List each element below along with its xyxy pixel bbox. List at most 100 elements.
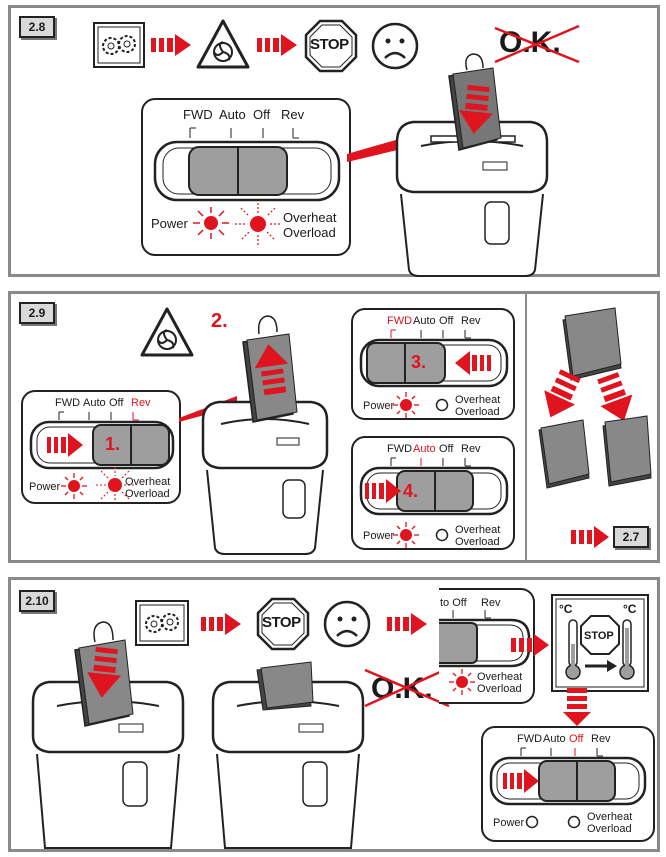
- slide-switch: [153, 127, 341, 202]
- power-led-icon: [61, 473, 87, 499]
- switch-label-rev: Rev: [591, 733, 611, 745]
- section-2-10: 2.10 STOP O.K.: [8, 577, 660, 852]
- arrow-down-icon: [87, 646, 122, 698]
- overheat-led-off-icon: [435, 528, 449, 542]
- next-step-tag[interactable]: 2.7: [613, 526, 649, 548]
- overload-label: Overload: [477, 683, 522, 695]
- overheat-label: Overheat: [587, 811, 633, 823]
- gears-icon: [135, 600, 189, 646]
- thermometer-icon: [551, 594, 649, 692]
- step-3-label: 3.: [411, 352, 427, 372]
- overload-label: Overload: [587, 823, 632, 835]
- switch-label-off: Off: [439, 443, 454, 455]
- switch-label-rev: Rev: [461, 315, 481, 327]
- overheat-label: Overheat: [283, 210, 337, 225]
- paper-stack-icon: [562, 307, 622, 381]
- switch-label-fwd: FWD: [387, 443, 413, 455]
- arrow-right-icon: [571, 526, 609, 548]
- shredder-icon: [395, 120, 549, 277]
- arrow-right-icon: [257, 34, 297, 56]
- overheat-label: Overheat: [455, 394, 501, 406]
- slide-switch: [489, 747, 647, 806]
- arrow-right-icon: [201, 613, 241, 635]
- arrow-down-left-icon: [544, 369, 581, 418]
- overheat-led-off-icon: [567, 815, 581, 829]
- stop-sign-text: STOP: [310, 36, 349, 53]
- arrow-down-icon: [459, 84, 493, 134]
- switch-label-rev: Rev: [281, 107, 305, 122]
- cross-out-icon: [364, 666, 450, 708]
- switch-label-off: Off: [109, 397, 124, 409]
- switch-label-off: Off: [253, 107, 271, 122]
- sad-face-icon: [323, 600, 371, 648]
- switch-label-auto: Auto: [543, 733, 566, 745]
- fan-warning-icon: [196, 19, 250, 69]
- celsius-label-left: °C: [559, 602, 573, 616]
- arrow-right-icon: [387, 613, 427, 635]
- power-label: Power: [151, 216, 188, 231]
- power-led-icon: [393, 392, 419, 418]
- stop-sign-text: STOP: [262, 614, 301, 631]
- stop-sign-icon: [304, 19, 358, 73]
- paper-stack-icon: [538, 419, 590, 489]
- power-label: Power: [493, 817, 525, 829]
- stop-sign-text: STOP: [584, 630, 614, 642]
- arrow-down-icon: [563, 688, 591, 726]
- switch-label-auto: Auto: [83, 397, 106, 409]
- switch-label-rev: Rev: [461, 443, 481, 455]
- overheat-led-off-icon: [435, 398, 449, 412]
- cross-out-icon: [494, 24, 580, 64]
- slide-switch: [29, 411, 175, 470]
- paper-stack-icon: [602, 415, 652, 487]
- switch-label-off: Off: [439, 315, 454, 327]
- switch-label-rev: Rev: [481, 597, 501, 609]
- switch-label-fwd-active: FWD: [387, 315, 413, 327]
- overload-label: Overload: [125, 488, 170, 500]
- arrow-up-icon: [254, 344, 289, 396]
- power-led-off-icon: [525, 815, 539, 829]
- celsius-label-right: °C: [623, 602, 637, 616]
- switch-label-fwd: FWD: [55, 397, 81, 409]
- slide-switch: [359, 329, 509, 388]
- section-tag: 2.10: [19, 590, 55, 612]
- section-tag: 2.8: [19, 16, 55, 38]
- overheat-label: Overheat: [455, 524, 501, 536]
- overheat-led-icon: [96, 467, 134, 503]
- switch-label-fwd: FWD: [517, 733, 543, 745]
- overload-label: Overload: [455, 536, 500, 548]
- power-led-icon: [393, 522, 419, 548]
- section-2-9: 2.9 2. FWD Auto Off Rev 1. Power Overhea…: [8, 291, 660, 563]
- power-label: Power: [363, 400, 395, 412]
- step-2-label: 2.: [211, 310, 228, 332]
- overload-label: Overload: [455, 406, 500, 418]
- fan-warning-icon: [140, 307, 194, 357]
- stop-sign-icon: [256, 597, 310, 651]
- overheat-led-icon: [235, 203, 281, 245]
- section-tag: 2.9: [19, 302, 55, 324]
- switch-label-auto-active: Auto: [413, 443, 436, 455]
- switch-label-rev-active: Rev: [131, 397, 151, 409]
- slide-switch: [359, 457, 509, 516]
- step-4-label: 4.: [403, 481, 419, 501]
- switch-label-auto: Auto: [219, 107, 246, 122]
- sad-face-icon: [371, 22, 419, 70]
- paper-stack-icon: [256, 661, 314, 711]
- overheat-label: Overheat: [477, 671, 523, 683]
- power-label: Power: [29, 481, 61, 493]
- overheat-label: Overheat: [125, 476, 171, 488]
- switch-label-auto: Auto: [413, 315, 436, 327]
- shredder-icon: [201, 400, 329, 555]
- arrow-right-icon: [151, 34, 191, 56]
- arrow-down-right-icon: [597, 372, 633, 421]
- power-led-icon: [193, 207, 229, 239]
- power-led-icon: [449, 669, 475, 695]
- gears-icon: [93, 22, 145, 68]
- switch-label-fwd: FWD: [183, 107, 213, 122]
- section-2-8: 2.8 STOP O.K. FWD Auto Off Rev: [8, 5, 660, 277]
- overload-label: Overload: [283, 225, 336, 240]
- switch-label-auto-off: to Off: [440, 597, 467, 609]
- arrow-right-icon: [511, 634, 549, 656]
- switch-label-off-active: Off: [569, 733, 584, 745]
- power-label: Power: [363, 530, 395, 542]
- section-divider: [525, 294, 527, 560]
